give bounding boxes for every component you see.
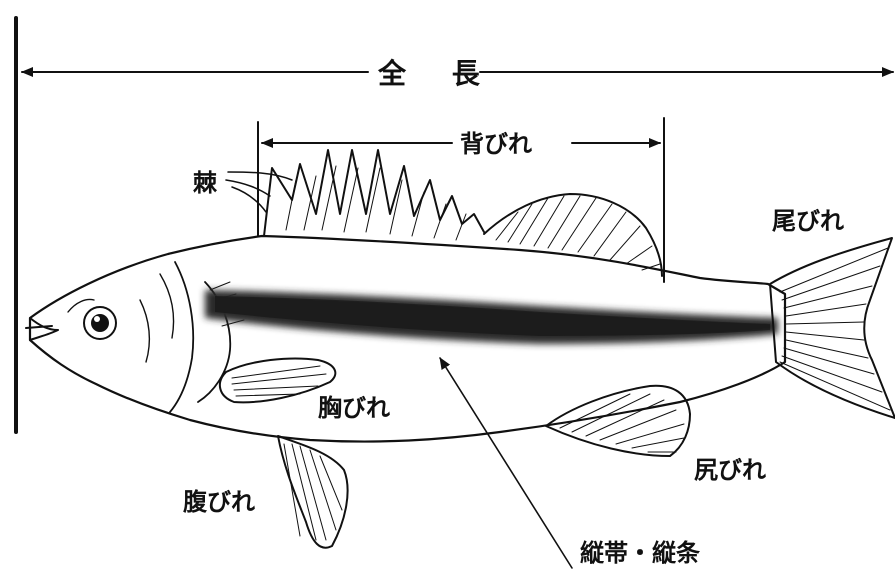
total-length-measure: 全 長 (22, 57, 893, 90)
stripe-callout: 縦帯・縦条 (440, 358, 701, 568)
anal-fin-label: 尻びれ (694, 456, 766, 484)
caudal-fin-label: 尾びれ (772, 207, 844, 235)
lateral-stripe (205, 290, 778, 344)
dorsal-fin-label: 背びれ (460, 130, 532, 158)
stripe-label: 縦帯・縦条 (580, 539, 701, 567)
spine-label: 棘 (193, 169, 218, 197)
pectoral-fin-label: 胸びれ (318, 394, 390, 422)
total-length-label: 全 長 (377, 57, 498, 90)
pelvic-fin-label: 腹びれ (183, 488, 255, 516)
fish-eye (68, 300, 116, 340)
anal-fin (546, 386, 690, 456)
pelvic-fin (278, 436, 348, 548)
caudal-fin (770, 238, 895, 418)
soft-dorsal-fin (484, 194, 662, 276)
spiny-dorsal-fin (264, 150, 484, 240)
